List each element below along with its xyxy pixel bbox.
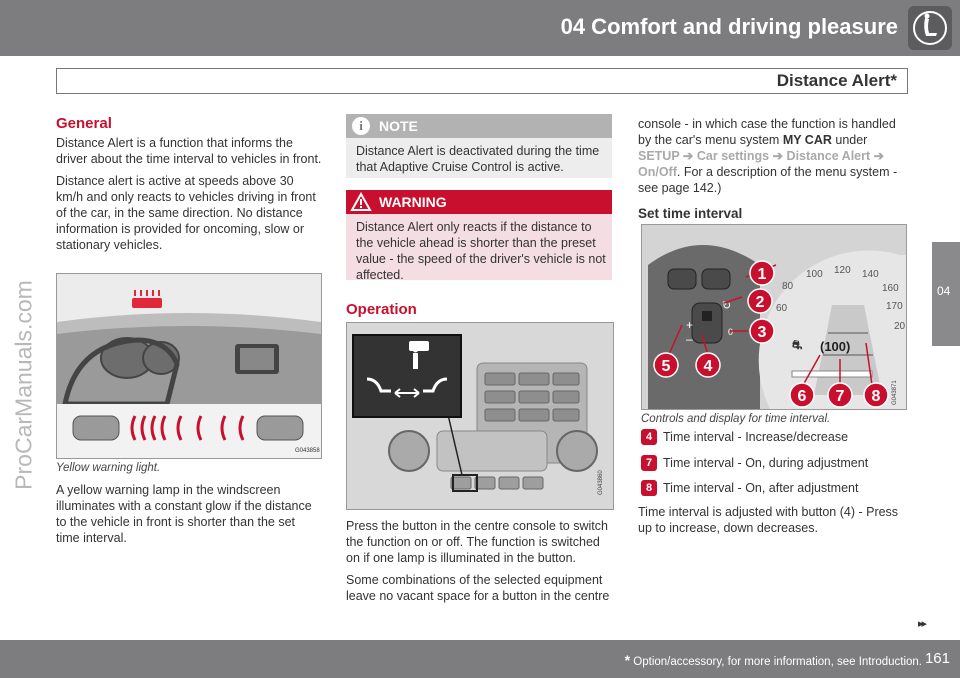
note-box: i NOTE Distance Alert is deactivated dur… <box>346 114 612 178</box>
warning-lamp-icon <box>132 290 162 308</box>
menu-car-settings: Car settings <box>696 149 770 163</box>
arrow-right-icon: ➔ <box>679 149 697 163</box>
footer-note: * Option/accessory, for more information… <box>625 652 922 668</box>
section-title: Distance Alert* <box>776 71 897 90</box>
callout-1: 1 <box>758 266 767 283</box>
general-heading: General <box>56 115 112 132</box>
callout-3: 3 <box>758 324 767 341</box>
figure-caption: Controls and display for time interval. <box>641 413 831 425</box>
callout-2: 2 <box>756 294 765 311</box>
chapter-side-tab <box>932 242 960 346</box>
general-paragraph-1: Distance Alert is a function that inform… <box>56 136 322 166</box>
operation-text: Press the button in the centre console t… <box>346 518 614 610</box>
column-general-bottom: Yellow warning light. A yellow warning l… <box>56 460 322 552</box>
legend-number: 4 <box>641 429 657 445</box>
warning-label: WARNING <box>379 194 447 210</box>
arrow-right-icon: ➔ <box>769 149 787 163</box>
warning-triangle-icon <box>350 192 372 211</box>
chapter-side-tab-label: 04 <box>937 284 951 298</box>
operation-paragraph-2: Some combinations of the selected equipm… <box>346 573 610 603</box>
svg-text:60: 60 <box>776 303 788 314</box>
figure-code: G043860 <box>598 470 604 495</box>
legend-number: 8 <box>641 480 657 496</box>
warning-text: Distance Alert only reacts if the distan… <box>356 220 606 282</box>
adjust-paragraph: Time interval is adjusted with button (4… <box>638 505 899 535</box>
figure-code: G043858 <box>295 448 320 454</box>
menu-paragraph-start: console - in which case the function is … <box>638 117 896 147</box>
my-car-label: MY CAR <box>782 133 832 147</box>
watermark: ProCarManuals.com <box>4 170 44 600</box>
operation-paragraph-1: Press the button in the centre console t… <box>346 519 608 565</box>
figure-caption: Yellow warning light. <box>56 462 161 474</box>
svg-text:100: 100 <box>806 269 823 280</box>
svg-text:120: 120 <box>834 265 851 276</box>
footer-bar: * Option/accessory, for more information… <box>0 640 960 678</box>
general-paragraph-2: Distance alert is active at speeds above… <box>56 174 316 252</box>
menu-paragraph-under: under <box>831 133 868 147</box>
legend-number: 7 <box>641 455 657 471</box>
callout-6: 6 <box>798 388 807 405</box>
svg-text:↻: ↻ <box>722 300 731 312</box>
callout-4: 4 <box>704 358 713 375</box>
operation-heading: Operation <box>346 301 417 318</box>
svg-text:160: 160 <box>882 283 899 294</box>
svg-text:140: 140 <box>862 269 879 280</box>
warning-box: WARNING Distance Alert only reacts if th… <box>346 190 612 282</box>
yellow-warning-light-figure: G043858 <box>56 273 322 459</box>
seat-icon <box>908 6 952 50</box>
set-time-interval-heading: Set time interval <box>638 206 743 221</box>
legend-text: Time interval - On, during adjustment <box>663 456 869 470</box>
figure-code: G043871 <box>892 380 898 405</box>
svg-text:20: 20 <box>894 321 906 332</box>
note-label: NOTE <box>379 118 418 134</box>
svg-text:⛐: ⛐ <box>792 338 803 352</box>
callout-7: 7 <box>836 388 845 405</box>
section-title-box: Distance Alert* <box>56 68 908 94</box>
legend-text: Time interval - Increase/decrease <box>663 430 849 444</box>
general-paragraph-3: A yellow warning lamp in the windscreen … <box>56 483 312 545</box>
warning-header: WARNING <box>346 190 612 214</box>
svg-text:80: 80 <box>782 281 794 292</box>
watermark-text: ProCarManuals.com <box>10 280 37 490</box>
figure-caption-wrap: Controls and display for time interval. <box>641 411 911 433</box>
footer-asterisk: * <box>624 652 631 668</box>
chapter-title: 04 Comfort and driving pleasure <box>560 14 898 39</box>
info-icon: i <box>352 117 370 135</box>
legend-text: Time interval - On, after adjustment <box>663 481 859 495</box>
menu-paragraph-end: . For a description of the menu system -… <box>638 165 898 195</box>
menu-setup: SETUP <box>638 149 680 163</box>
column-settings: console - in which case the function is … <box>638 116 908 222</box>
page-number: 161 <box>924 650 950 667</box>
arrow-right-icon: ➔ <box>870 149 885 163</box>
svg-text:170: 170 <box>886 301 903 312</box>
distance-alert-button-icon <box>366 341 448 398</box>
menu-on-off: On/Off <box>638 165 677 179</box>
column-general: General Distance Alert is a function tha… <box>56 116 322 259</box>
callout-8: 8 <box>872 388 881 405</box>
footer-note-text: Option/accessory, for more information, … <box>633 656 922 668</box>
note-header: i NOTE <box>346 114 612 138</box>
menu-paragraph: console - in which case the function is … <box>638 116 908 196</box>
display-value: (100) <box>820 339 850 354</box>
note-text: Distance Alert is deactivated during the… <box>356 144 600 174</box>
next-page-arrows-icon: ▸▸ <box>918 618 927 630</box>
adjust-text-wrap: Time interval is adjusted with button (4… <box>638 504 908 542</box>
operation-heading-wrap: Operation <box>346 302 612 318</box>
centre-console-figure: G043860 <box>346 322 614 510</box>
chapter-header-bar: 04 Comfort and driving pleasure <box>0 0 960 56</box>
svg-text:–: – <box>686 332 693 346</box>
callout-5: 5 <box>662 358 671 375</box>
svg-text:0: 0 <box>728 327 733 337</box>
menu-distance-alert: Distance Alert <box>786 149 871 163</box>
svg-text:+: + <box>686 318 693 332</box>
